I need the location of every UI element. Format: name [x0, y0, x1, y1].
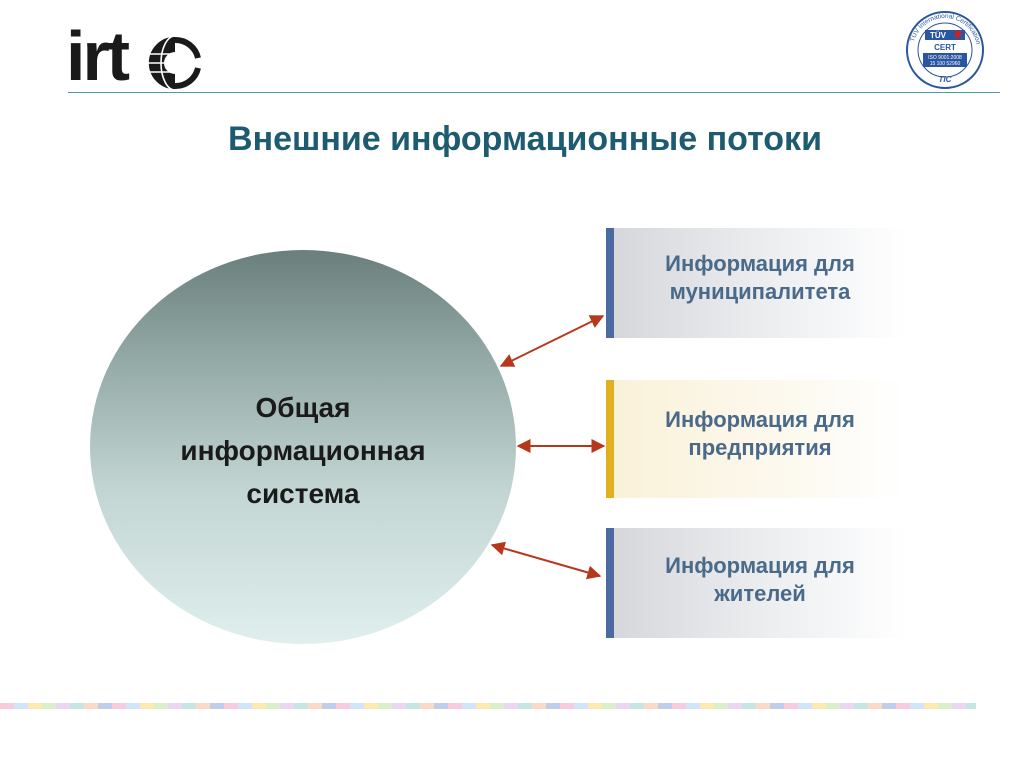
- central-label-line-3: система: [246, 478, 360, 509]
- arrow-to-municipality: [499, 315, 605, 367]
- cert-standard: ISO 9001:2008: [928, 55, 962, 61]
- box-label: Информация для муниципалитета: [624, 250, 896, 306]
- box-enterprise: Информация для предприятия: [606, 380, 906, 498]
- box-label-line-1: Информация для: [665, 251, 855, 276]
- box-label: Информация для предприятия: [624, 406, 896, 462]
- box-label-line-2: муниципалитета: [669, 279, 851, 304]
- cert-footer: TIC: [939, 75, 952, 84]
- box-accent-bar: [606, 228, 614, 338]
- decorative-stripe: [0, 703, 976, 709]
- central-label-line-2: информационная: [180, 435, 426, 466]
- box-label-line-1: Информация для: [665, 407, 855, 432]
- logo-text: irt: [66, 17, 130, 95]
- box-label: Информация для жителей: [624, 552, 896, 608]
- header-divider: [68, 92, 1000, 93]
- box-municipality: Информация для муниципалитета: [606, 228, 906, 338]
- page-title: Внешние информационные потоки: [228, 120, 822, 158]
- central-label-line-1: Общая: [255, 392, 351, 423]
- cert-mark: TÜV: [930, 31, 947, 40]
- globe-c-icon: [147, 35, 203, 91]
- central-circle-label: Общая информационная система: [90, 386, 516, 515]
- tuv-certification-seal: TÜV International Certification TÜV CERT…: [906, 11, 984, 89]
- box-accent-bar: [606, 380, 614, 498]
- cert-brand: CERT: [934, 43, 956, 52]
- cert-number: 15 100 52960: [930, 61, 961, 67]
- box-label-line-1: Информация для: [665, 553, 855, 578]
- irt-logo: irt: [66, 21, 206, 92]
- central-circle: [90, 250, 516, 644]
- arrow-to-residents: [490, 541, 602, 580]
- box-label-line-2: жителей: [714, 581, 806, 606]
- box-residents: Информация для жителей: [606, 528, 906, 638]
- box-accent-bar: [606, 528, 614, 638]
- box-label-line-2: предприятия: [688, 435, 832, 460]
